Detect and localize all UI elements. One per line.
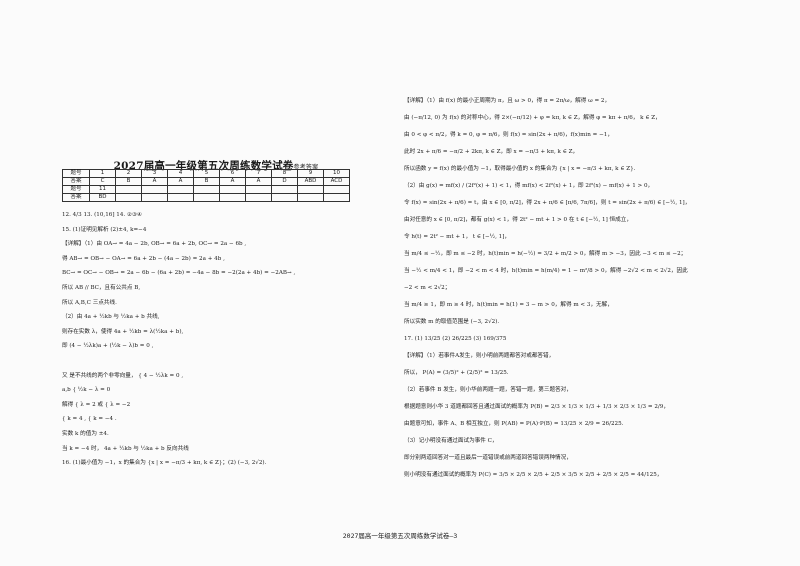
text-line: a,b { ½k − λ = 0 [62, 387, 111, 394]
answer-table-cell [297, 193, 324, 202]
text-line: 所以， P(A) = (3/5)² + (2/5)² = 13/25. [404, 370, 509, 376]
text-line: 即分别两道回答对一道且最后一道错误或前两道回答错误两种情况， [404, 455, 572, 461]
answer-table-cell [115, 193, 142, 202]
text-line: 【详解】（1）由 f(x) 的最小正周期为 π，且 ω > 0，得 π = 2π… [404, 98, 611, 104]
answer-table-cell: 10 [323, 169, 350, 178]
text-line: （3）记小明没有通过面试为事件 C， [404, 438, 498, 444]
answer-table-cell [271, 193, 298, 202]
answer-table-cell: B [115, 177, 142, 186]
text-line: 令 h(t) = 2t² − mt + 1， t ∈ [−½, 1]， [404, 234, 510, 240]
text-line: 当 k = −4 时， 4a + ½kb 与 ½ka + b 反向共线 [62, 445, 189, 452]
page-footer: 2027届高一年级第五次周练数学试卷—3 [342, 532, 458, 540]
text-line: 由对任意的 x ∈ [0, π/2]，都有 g(x) < 1，得 2t² − m… [404, 217, 632, 223]
answer-table-cell [167, 185, 194, 194]
answer-table-cell [193, 185, 220, 194]
text-line: 得 AB→ = OB→ − OA→ = 6a + 2b − (4a − 2b) … [62, 255, 225, 262]
answer-table-cell: 6 [219, 169, 246, 178]
text-line: （2）由 4a + ½kb 与 ½ka + b 共线, [62, 314, 160, 321]
text-line: 则存在实数 λ，使得 4a + ½kb = λ(½ka + b), [62, 328, 184, 335]
answer-table-cell [219, 185, 246, 194]
answer-table-cell: A [167, 177, 194, 186]
answer-table-cell [115, 185, 142, 194]
answer-table-cell: ACD [323, 177, 350, 186]
answer-table-cell: 题号 [62, 169, 90, 178]
answer-table-cell: ABD [297, 177, 324, 186]
answer-table-cell: A [141, 177, 168, 186]
text-line: 即 (4 − ½λk)a + (½k − λ)b = 0 , [62, 343, 154, 350]
text-line: 所以实数 m 的取值范围是 (−3, 2√2). [404, 319, 500, 325]
answer-table-cell: D [271, 177, 298, 186]
answer-table-cell [323, 185, 350, 194]
text-line: 又 是不共线的两个非零向量， { 4 − ½λk = 0 , [62, 372, 184, 379]
answer-table-cell [167, 193, 194, 202]
answer-table-cell [219, 193, 246, 202]
text-line: 实数 k 的值为 ±4. [62, 431, 109, 437]
answer-table-cell: BD [89, 193, 116, 202]
answer-table-cell: 11 [89, 185, 116, 194]
text-line: 15. (1)证明见解析 (2)±4, k=−4 [62, 226, 147, 233]
text-line: 12. 4/3 13. (10,16] 14. ②③④ [62, 212, 143, 218]
answer-table-cell: 7 [245, 169, 272, 178]
answer-table-cell: 答案 [62, 177, 90, 186]
answer-table-cell: 8 [271, 169, 298, 178]
text-line: 根据题意则小华 3 道题都回答且通过面试的概率为 P(B) = 2/3 × 1/… [404, 404, 669, 410]
text-line: 由题意可知，事件 A、B 相互独立，则 P(AB) = P(A)·P(B) = … [404, 421, 624, 427]
text-line: 16. (1)最小值为 −1，x 的集合为 {x | x = −π/3 + kπ… [62, 460, 267, 467]
text-line: 令 f(x) = sin(2x + π/6) = t，由 x ∈ [0, π/2… [404, 200, 691, 206]
answer-table-cell: C [89, 177, 116, 186]
text-line: 【详解】（1）若事件A发生，则小明前两题都答对或都答错， [404, 353, 555, 359]
text-line: 【详解】（1）由 OA→ = 4a − 2b, OB→ = 6a + 2b, O… [62, 241, 247, 248]
text-line: −2 < m < 2√2； [404, 285, 451, 291]
answer-table-cell: 答案 [62, 193, 90, 202]
text-line: 当 m/4 ≥ 1，即 m ≥ 4 时，h(t)min = h(1) = 3 −… [404, 302, 613, 308]
text-line: 所以 A,B,C 三点共线. [62, 299, 117, 306]
answer-table-cell [245, 193, 272, 202]
text-line: （2）若事件 B 发生，则小华前两题一题，答错一题，第三题答对， [404, 387, 572, 393]
answer-table-cell: 5 [193, 169, 220, 178]
answer-table-cell: B [193, 177, 220, 186]
text-line: 由 (−π/12, 0) 为 f(x) 的对称中心，得 2×(−π/12) + … [404, 115, 661, 121]
text-line: 解得 { λ = 2 或 { λ = −2 [62, 401, 131, 408]
answer-table-cell: A [245, 177, 272, 186]
answer-table-cell: 题号 [62, 185, 90, 194]
text-line: 所以函数 y = f(x) 的最小值为 −1，取得最小值的 x 的集合为 {x … [404, 166, 636, 172]
answer-table-cell: 3 [141, 169, 168, 178]
answer-table-cell: 4 [167, 169, 194, 178]
answer-table-cell: A [219, 177, 246, 186]
answer-table-cell: 1 [89, 169, 116, 178]
text-line: BC→ = OC→ − OB→ = 2a − 6b − (6a + 2b) = … [62, 270, 296, 277]
text-line: 当 m/4 ≤ −½，即 m ≤ −2 时，h(t)min = h(−½) = … [404, 251, 687, 257]
text-line: 当 −½ < m/4 < 1，即 −2 < m < 4 时，h(t)min = … [404, 268, 688, 274]
text-line: 17. (1) 13/25 (2) 26/225 (3) 169/375 [404, 336, 507, 342]
answer-table-cell: 9 [297, 169, 324, 178]
answer-table-cell [297, 185, 324, 194]
answer-table-cell [271, 185, 298, 194]
text-line: 由 0 < φ < π/2，得 k = 0, φ = π/6，则 f(x) = … [404, 132, 613, 138]
text-line: 则小明没有通过面试的概率为 P(C) = 3/5 × 2/5 × 2/5 + 2… [404, 472, 663, 478]
answer-table-cell [245, 185, 272, 194]
text-line: （2）由 g(x) = mf(x) / (2f²(x) + 1) < 1，得 m… [404, 183, 654, 189]
text-line: 此时 2x + π/6 = −π/2 + 2kπ, k ∈ Z，即 x = −π… [404, 149, 579, 155]
answer-table-cell [323, 193, 350, 202]
answer-table-cell [193, 193, 220, 202]
title-suffix: 参考答案 [293, 164, 319, 171]
text-line: 所以 AB // BC，且有公共点 B, [62, 285, 141, 291]
text-line: { k = 4 , { k = −4 . [62, 416, 117, 423]
answer-table-cell [141, 185, 168, 194]
answer-table-cell [141, 193, 168, 202]
answer-table-cell: 2 [115, 169, 142, 178]
